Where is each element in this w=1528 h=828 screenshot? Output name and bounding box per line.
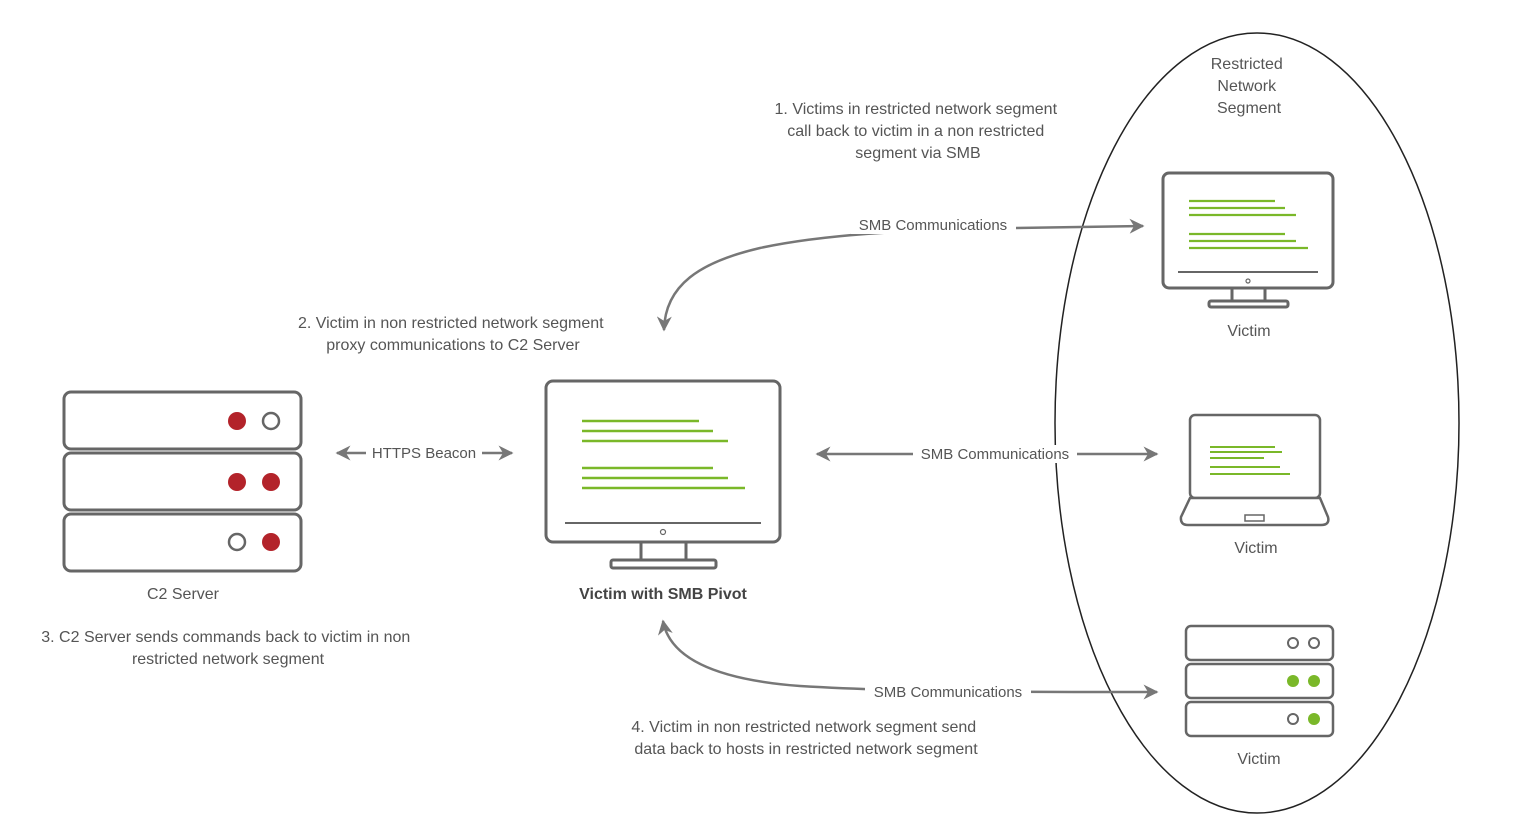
laptop-icon xyxy=(1179,413,1330,527)
smb-mid-label: SMB Communications xyxy=(921,446,1069,463)
restricted-segment-boundary xyxy=(1054,32,1460,814)
monitor-icon xyxy=(1161,171,1335,309)
step-1-note: 1. Victims in restricted network segment… xyxy=(775,101,1062,162)
server-icon xyxy=(62,390,303,573)
c2-server-label: C2 Server xyxy=(147,586,220,603)
smb-bottom-edge xyxy=(658,619,1159,700)
smb-top-edge xyxy=(656,218,1145,332)
restricted-segment-title: Restricted Network Segment xyxy=(1211,56,1287,117)
c2-server-node: C2 Server xyxy=(62,390,303,603)
smb-top-label: SMB Communications xyxy=(859,217,1007,234)
https-beacon-label: HTTPS Beacon xyxy=(372,445,476,462)
pivot-victim-label: Victim with SMB Pivot xyxy=(579,586,747,603)
victim-server-node: Victim xyxy=(1184,624,1335,768)
step-2-note: 2. Victim in non restricted network segm… xyxy=(298,315,608,354)
pivot-victim-node: Victim with SMB Pivot xyxy=(544,379,782,603)
victim-server-label: Victim xyxy=(1237,751,1280,768)
victim-monitor-label: Victim xyxy=(1227,323,1270,340)
smb-bottom-label: SMB Communications xyxy=(874,684,1022,701)
step-3-note: 3. C2 Server sends commands back to vict… xyxy=(41,629,415,668)
victim-laptop-node: Victim xyxy=(1179,413,1330,557)
victim-monitor-node: Victim xyxy=(1161,171,1335,340)
step-4-note: 4. Victim in non restricted network segm… xyxy=(631,719,980,758)
server-icon xyxy=(1184,624,1335,738)
victim-laptop-label: Victim xyxy=(1234,540,1277,557)
monitor-icon xyxy=(544,379,782,570)
